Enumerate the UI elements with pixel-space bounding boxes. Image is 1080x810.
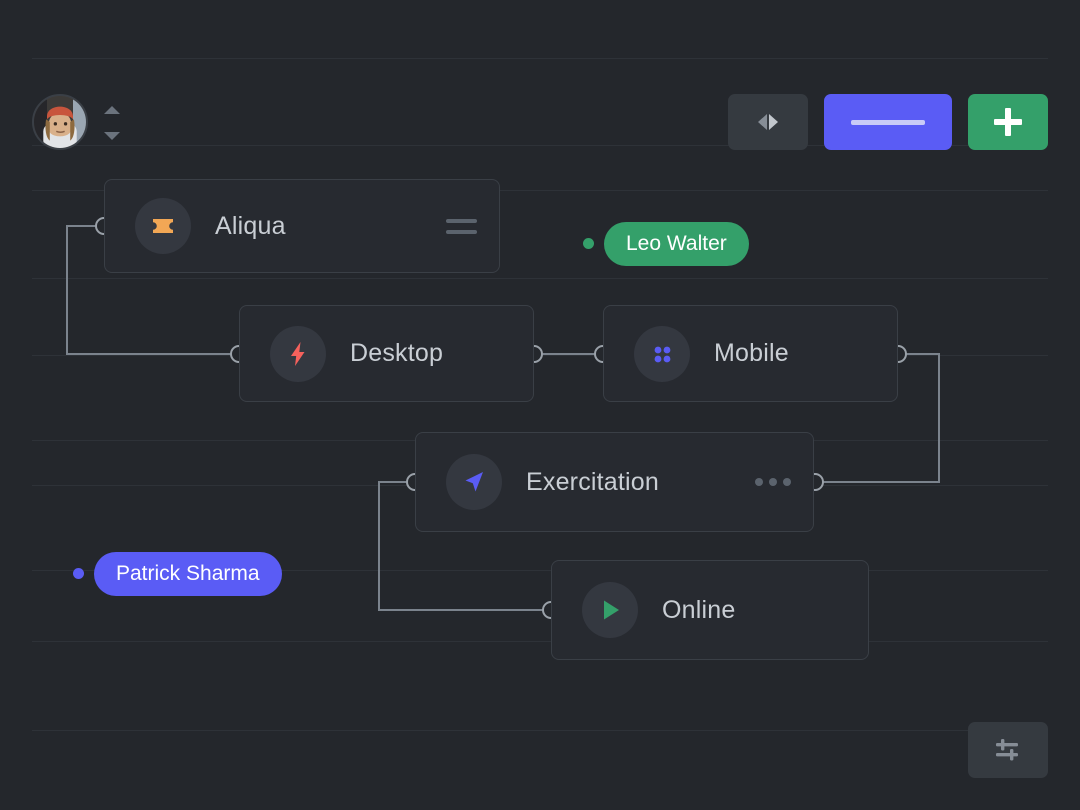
sort-stepper[interactable] (102, 106, 122, 140)
node-label-mobile: Mobile (714, 339, 789, 367)
grid-line-0 (32, 58, 1048, 59)
tag-leo-walter[interactable]: Leo Walter (604, 222, 749, 266)
node-mobile[interactable]: Mobile (603, 305, 898, 402)
sliders-icon (996, 739, 1018, 761)
node-icon-play-icon (582, 582, 638, 638)
node-desktop[interactable]: Desktop (239, 305, 534, 402)
node-aliqua[interactable]: Aliqua (104, 179, 500, 273)
ellipsis-icon[interactable] (755, 478, 791, 486)
node-icon-navigation-arrow-icon (446, 454, 502, 510)
node-label-aliqua: Aliqua (215, 211, 286, 240)
collapse-expand-button[interactable] (728, 94, 808, 150)
add-button[interactable] (968, 94, 1048, 150)
node-online[interactable]: Online (551, 560, 869, 660)
node-icon-grid-dots-icon (634, 325, 690, 382)
node-icon-ticket-icon (135, 198, 191, 254)
node-label-exercitation: Exercitation (526, 467, 660, 496)
tag-label-leo-walter: Leo Walter (626, 232, 727, 255)
grid-line-1 (32, 145, 1048, 146)
grid-line-3 (32, 278, 1048, 279)
plus-icon (994, 108, 1022, 136)
minus-button[interactable] (824, 94, 952, 150)
avatar-image (34, 96, 86, 148)
tag-label-patrick-sharma: Patrick Sharma (116, 562, 260, 585)
left-right-arrows-icon (758, 114, 778, 130)
edge-exercitation-to-online[interactable] (378, 481, 552, 611)
tag-dot-patrick-sharma (73, 568, 84, 579)
hamburger-icon[interactable] (446, 218, 477, 234)
minus-icon (851, 119, 925, 125)
edge-mobile-to-exercitation[interactable] (814, 353, 940, 483)
tag-dot-leo-walter (583, 238, 594, 249)
node-label-online: Online (662, 595, 736, 624)
node-icon-lightning-bolt-icon (270, 325, 326, 382)
grid-line-8 (32, 641, 1048, 642)
chevron-down-icon[interactable] (104, 132, 120, 140)
grid-line-7 (32, 570, 1048, 571)
sliders-settings-button[interactable] (968, 722, 1048, 778)
user-avatar[interactable] (32, 94, 88, 150)
grid-line-2 (32, 190, 1048, 191)
grid-line-9 (32, 730, 1048, 731)
tag-patrick-sharma[interactable]: Patrick Sharma (94, 552, 282, 596)
node-exercitation[interactable]: Exercitation (415, 432, 814, 532)
edge-aliqua-to-desktop[interactable] (66, 225, 240, 355)
chevron-up-icon[interactable] (104, 106, 120, 114)
node-label-desktop: Desktop (350, 339, 444, 367)
